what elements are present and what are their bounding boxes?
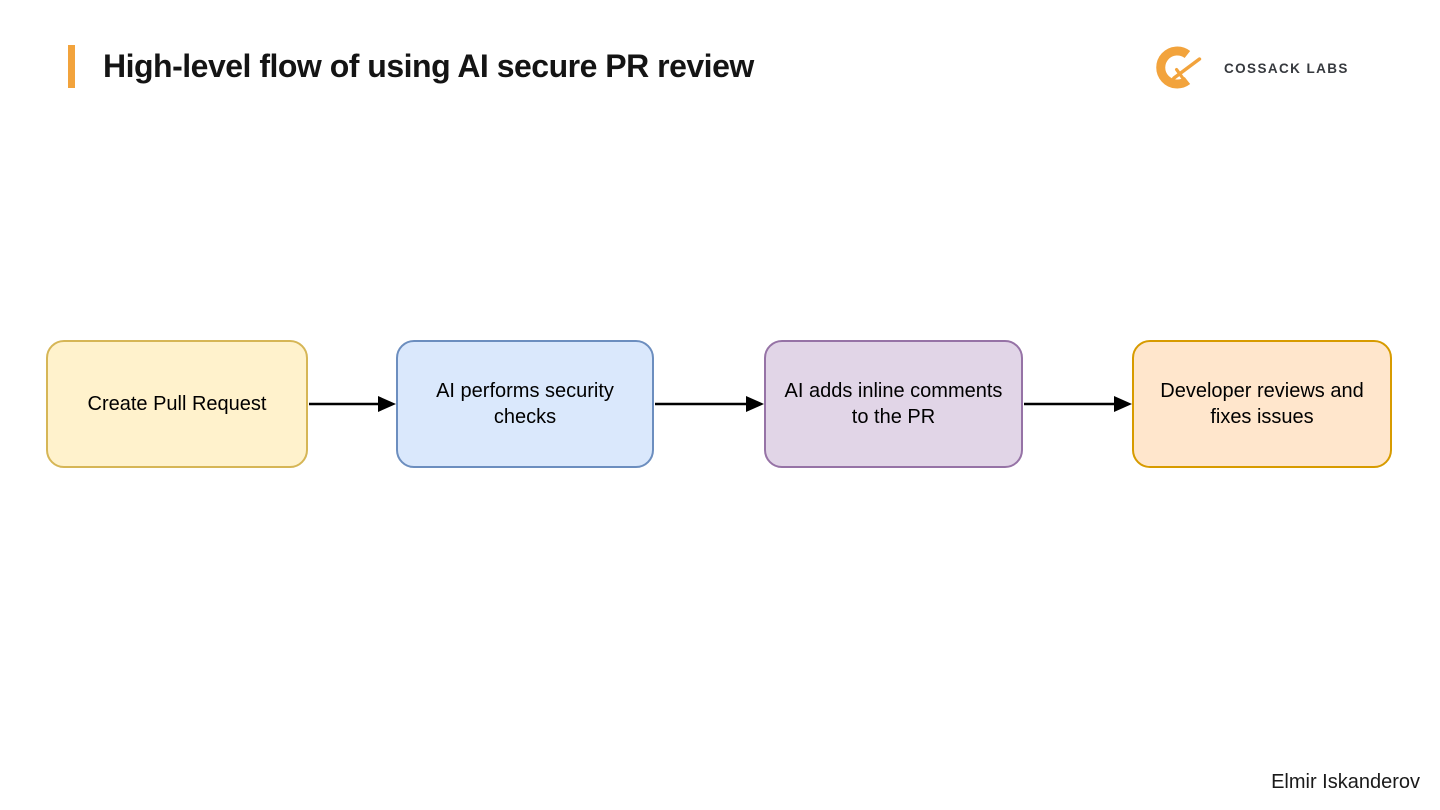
flow-node-ai-security-checks: AI performs security checks: [396, 340, 654, 468]
cossack-labs-logo: COSSACK LABS: [1154, 42, 1349, 94]
cossack-labs-c-sword-icon: [1156, 46, 1202, 89]
flow-node-ai-inline-comments: AI adds inline comments to the PR: [764, 340, 1023, 468]
flow-arrow-1: [309, 396, 396, 412]
title-accent-bar: [68, 45, 75, 88]
flow-arrow-2: [655, 396, 764, 412]
page-title: High-level flow of using AI secure PR re…: [103, 48, 754, 84]
cossack-labs-wordmark: COSSACK LABS: [1224, 60, 1349, 76]
author-name: Elmir Iskanderov: [1271, 771, 1420, 793]
flow-node-developer-reviews: Developer reviews and fixes issues: [1132, 340, 1392, 468]
flow-node-create-pull-request: Create Pull Request: [46, 340, 308, 468]
flow-arrow-3: [1024, 396, 1132, 412]
